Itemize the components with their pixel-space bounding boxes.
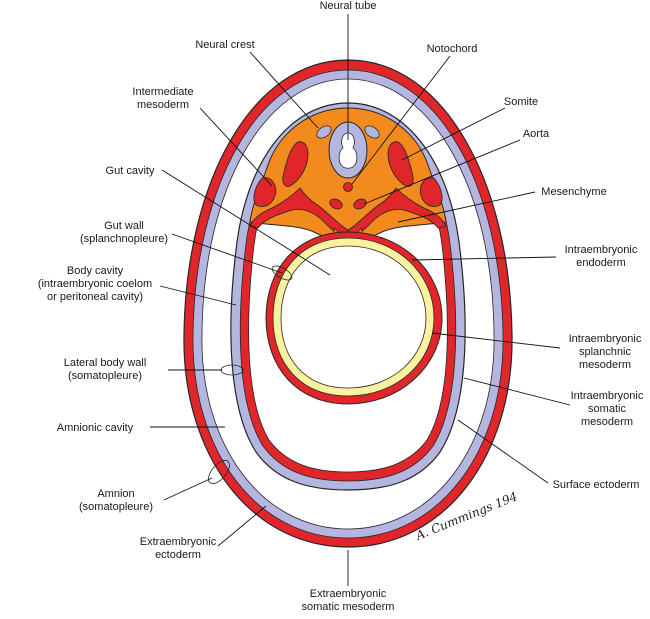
somite-left <box>282 141 309 187</box>
label-line: Intermediate <box>132 86 193 98</box>
intermediate-mesoderm-left <box>253 177 277 207</box>
label-line: Intraembryonic <box>565 244 638 256</box>
label-surface-ectoderm: Surface ectoderm <box>553 479 640 491</box>
label-line: splanchnic <box>579 346 631 358</box>
label-line: (somatopleure) <box>68 370 142 382</box>
leader-lines <box>150 14 571 586</box>
label-line: ectoderm <box>155 549 201 561</box>
intermediate-mesoderm-right <box>419 177 443 207</box>
label-somite: Somite <box>504 96 538 108</box>
label-line: or peritoneal cavity) <box>47 291 143 303</box>
label-amnionic-cavity: Amnionic cavity <box>57 422 134 434</box>
label-line: (intraembryonic coelom <box>38 278 152 290</box>
embryo-body <box>230 102 466 491</box>
label-line: (somatopleure) <box>79 501 153 513</box>
label-line: Extraembryonic <box>140 536 217 548</box>
neural-canal <box>338 132 358 169</box>
label-line: mesoderm <box>137 99 189 111</box>
label-line: mesoderm <box>581 416 633 428</box>
label-notochord: Notochord <box>427 43 478 55</box>
label-mesenchyme: Mesenchyme <box>541 186 606 198</box>
label-line: somatic <box>588 403 626 415</box>
neural-crest-right <box>364 125 380 139</box>
somite-right <box>387 141 414 187</box>
label-gut-wall: Gut wall(splanchnopleure) <box>80 220 168 245</box>
gut-cavity-area <box>280 245 427 389</box>
label-line: endoderm <box>576 257 626 269</box>
aorta-left <box>329 198 343 210</box>
label-aorta: Aorta <box>523 128 550 140</box>
neural-tube <box>328 121 368 179</box>
label-line: Intraembryonic <box>569 333 642 345</box>
label-line: mesoderm <box>579 359 631 371</box>
neural-crest-left <box>316 125 332 139</box>
label-line: Lateral body wall <box>64 357 147 369</box>
label-line: Amnion <box>97 488 134 500</box>
label-line: Gut wall <box>104 220 144 232</box>
label-line: somatic mesoderm <box>302 601 395 613</box>
labels: Neural tube Neural crest Notochord Inter… <box>38 0 644 613</box>
label-line: Intraembryonic <box>571 390 644 402</box>
aorta-right <box>353 198 367 210</box>
label-line: Body cavity <box>67 265 124 277</box>
label-amnion: Amnion(somatopleure) <box>79 488 153 513</box>
label-neural-crest: Neural crest <box>195 39 254 51</box>
notochord <box>343 182 353 192</box>
label-line: Extraembryonic <box>310 588 387 600</box>
label-line: (splanchnopleure) <box>80 233 168 245</box>
amnion-marker <box>208 459 230 485</box>
label-lateral-body-wall: Lateral body wall(somatopleure) <box>64 357 147 382</box>
label-neural-tube: Neural tube <box>320 0 377 12</box>
gut-wall-marker <box>271 265 293 281</box>
label-gut-cavity: Gut cavity <box>106 165 155 177</box>
